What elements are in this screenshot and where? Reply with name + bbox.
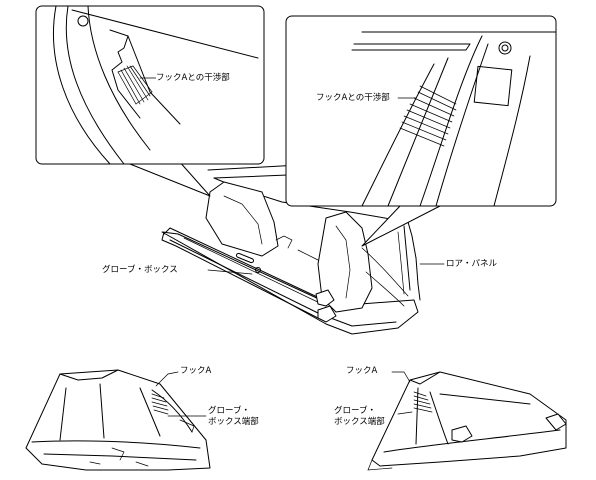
label-interference-right: フックAとの干渉部: [316, 93, 390, 104]
label-lower-panel: ロア・パネル: [446, 259, 498, 270]
main-assembly: [161, 163, 437, 335]
label-glove-box-edge-right-1: グローブ・: [334, 406, 376, 416]
interference-hatch-right: [399, 85, 457, 147]
detail-box-left: [35, 5, 265, 197]
bottom-left-view: [25, 369, 211, 471]
label-hook-a-left: フックA: [180, 366, 212, 377]
bottom-right-view: [367, 371, 567, 471]
interference-hatch-left: [117, 65, 153, 105]
label-glove-box-edge-left-1: グローブ・: [208, 406, 250, 416]
detail-box-right: [285, 15, 557, 247]
label-glove-box: グローブ・ボックス: [102, 265, 178, 276]
label-hook-a-right: フックA: [346, 366, 378, 377]
label-glove-box-edge-left-2: ボックス端部: [208, 417, 259, 427]
label-glove-box-edge-right-2: ボックス端部: [334, 417, 385, 427]
label-interference-left: フックAとの干渉部: [156, 73, 230, 84]
hatch-hook-a-right: [413, 391, 433, 413]
hatch-hook-a-left: [151, 393, 169, 415]
leader-glove-box: [207, 269, 253, 275]
